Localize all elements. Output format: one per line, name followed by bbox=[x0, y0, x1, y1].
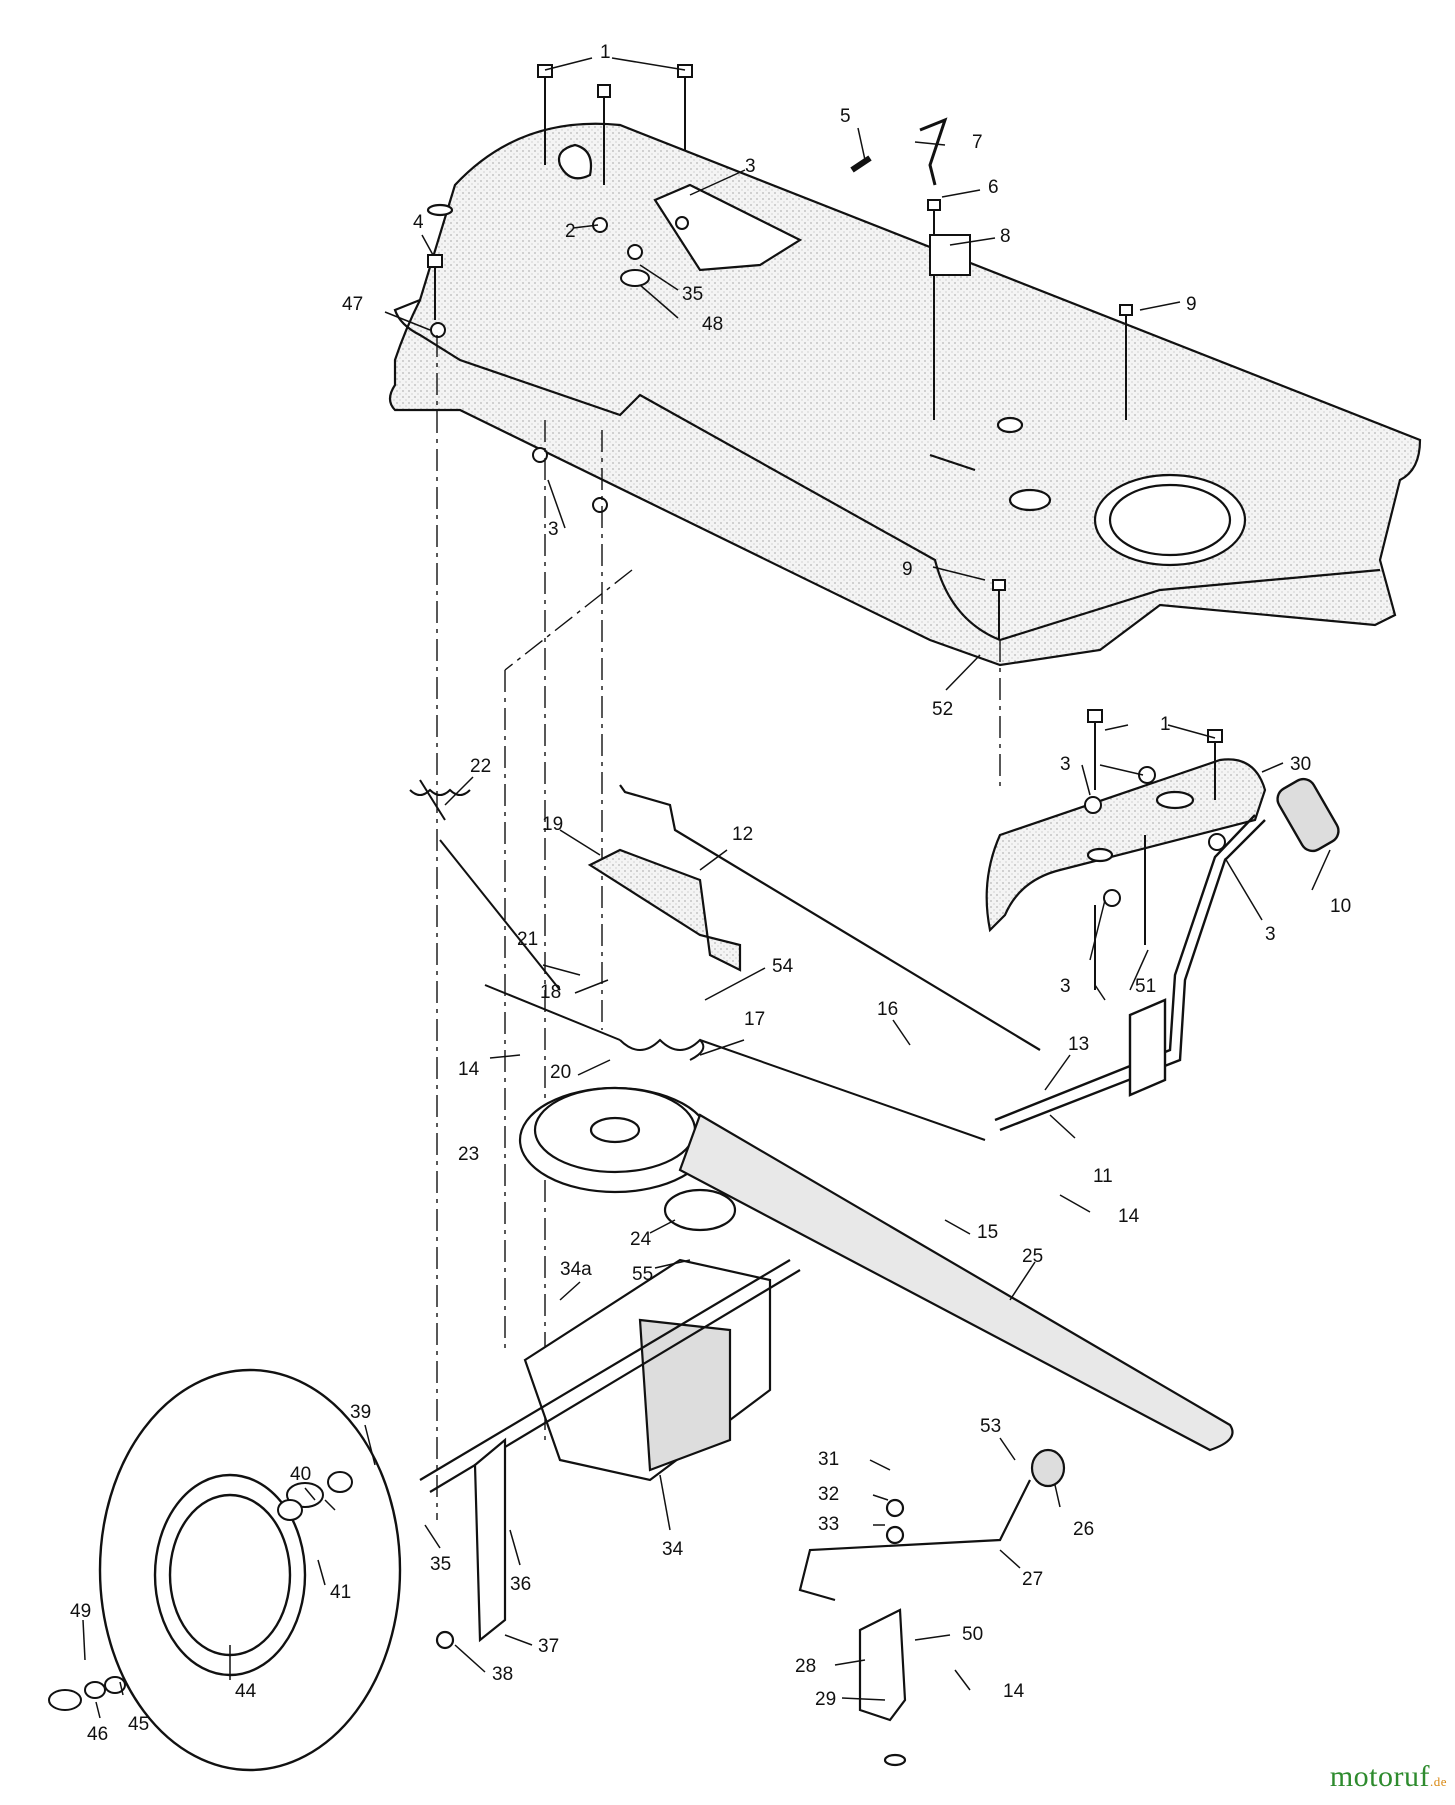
callout-32: 32 bbox=[818, 1484, 839, 1505]
callout-10: 10 bbox=[1330, 896, 1351, 917]
callout-17: 17 bbox=[744, 1009, 765, 1030]
callout-45: 45 bbox=[128, 1714, 149, 1735]
shift-shaft bbox=[994, 777, 1340, 1132]
lever-37 bbox=[435, 1437, 507, 1650]
lever-7 bbox=[850, 117, 948, 186]
callout-8: 8 bbox=[1000, 226, 1011, 247]
callout-15: 15 bbox=[977, 1222, 998, 1243]
callout-14-bottom: 14 bbox=[1003, 1681, 1025, 1702]
callout-44: 44 bbox=[235, 1681, 257, 1702]
callout-16: 16 bbox=[877, 999, 898, 1020]
rod-27 bbox=[798, 1448, 1066, 1602]
callout-36: 36 bbox=[510, 1574, 531, 1595]
callout-3: 3 bbox=[745, 156, 756, 177]
callout-35-bottom: 35 bbox=[430, 1554, 451, 1575]
callout-47: 47 bbox=[342, 294, 363, 315]
frame-panel bbox=[388, 122, 1422, 667]
bracket-28 bbox=[858, 1498, 907, 1767]
watermark-name: motoruf bbox=[1329, 1760, 1430, 1793]
callout-28: 28 bbox=[795, 1656, 816, 1677]
callout-53: 53 bbox=[980, 1416, 1001, 1437]
callout-3-right-a: 3 bbox=[1060, 754, 1071, 775]
bracket-30 bbox=[985, 758, 1267, 933]
callout-3-right-b: 3 bbox=[1265, 924, 1276, 945]
callout-54: 54 bbox=[772, 956, 794, 977]
callout-40: 40 bbox=[290, 1464, 311, 1485]
callout-11: 11 bbox=[1093, 1166, 1113, 1187]
alignment-lines bbox=[436, 335, 1001, 1520]
callout-34a: 34a bbox=[560, 1259, 592, 1280]
callout-14: 14 bbox=[458, 1059, 480, 1080]
callout-29: 29 bbox=[815, 1689, 836, 1710]
callout-3-lower: 3 bbox=[548, 519, 559, 540]
watermark-logo: motoruf.de bbox=[1330, 1760, 1447, 1794]
leader-lines bbox=[82, 57, 1331, 1719]
callout-33: 33 bbox=[818, 1514, 839, 1535]
callout-23: 23 bbox=[458, 1144, 479, 1165]
callout-41: 41 bbox=[330, 1582, 351, 1603]
callout-30: 30 bbox=[1290, 754, 1311, 775]
callout-50: 50 bbox=[962, 1624, 983, 1645]
callout-27: 27 bbox=[1022, 1569, 1043, 1590]
callout-51: 51 bbox=[1135, 976, 1156, 997]
transaxle-34 bbox=[419, 1258, 801, 1493]
callout-37: 37 bbox=[538, 1636, 559, 1657]
callout-38: 38 bbox=[492, 1664, 513, 1685]
callout-22: 22 bbox=[470, 756, 491, 777]
callout-55: 55 bbox=[632, 1264, 653, 1285]
callout-26: 26 bbox=[1073, 1519, 1094, 1540]
hub-parts bbox=[48, 1471, 353, 1711]
callout-48: 48 bbox=[702, 314, 723, 335]
callout-18: 18 bbox=[540, 982, 561, 1003]
spring-17 bbox=[484, 984, 986, 1141]
callout-24: 24 bbox=[630, 1229, 652, 1250]
rod-12 bbox=[587, 784, 1041, 1051]
spring-22 bbox=[409, 779, 561, 991]
callout-7: 7 bbox=[972, 132, 983, 153]
callout-25: 25 bbox=[1022, 1246, 1043, 1267]
callout-21: 21 bbox=[517, 929, 538, 950]
callout-19: 19 bbox=[542, 814, 563, 835]
callout-39: 39 bbox=[350, 1402, 371, 1423]
bracket-30-bolts bbox=[1084, 709, 1226, 990]
watermark-tld: .de bbox=[1429, 1774, 1447, 1789]
tire bbox=[98, 1368, 402, 1772]
panel-bolts bbox=[427, 64, 1133, 640]
callout-labels: 1 2 3 4 5 6 7 8 9 9 35 47 48 3 52 1 3 30… bbox=[70, 42, 1351, 1745]
callout-9a: 9 bbox=[1186, 294, 1197, 315]
callout-52: 52 bbox=[932, 699, 953, 720]
callout-9b: 9 bbox=[902, 559, 913, 580]
callout-1-right: 1 bbox=[1160, 714, 1171, 735]
callout-34: 34 bbox=[662, 1539, 684, 1560]
callout-12: 12 bbox=[732, 824, 753, 845]
callout-20: 20 bbox=[550, 1062, 571, 1083]
callout-3-right-c: 3 bbox=[1060, 976, 1071, 997]
callout-35: 35 bbox=[682, 284, 703, 305]
callout-13: 13 bbox=[1068, 1034, 1089, 1055]
callout-2: 2 bbox=[565, 221, 576, 242]
belt-25 bbox=[678, 1113, 1234, 1452]
callout-49: 49 bbox=[70, 1601, 91, 1622]
callout-31: 31 bbox=[818, 1449, 839, 1470]
callout-4: 4 bbox=[413, 212, 424, 233]
callout-5: 5 bbox=[840, 106, 851, 127]
callout-1: 1 bbox=[600, 42, 611, 63]
callout-14-b: 14 bbox=[1118, 1206, 1140, 1227]
callout-6: 6 bbox=[988, 177, 999, 198]
callout-46: 46 bbox=[87, 1724, 108, 1745]
